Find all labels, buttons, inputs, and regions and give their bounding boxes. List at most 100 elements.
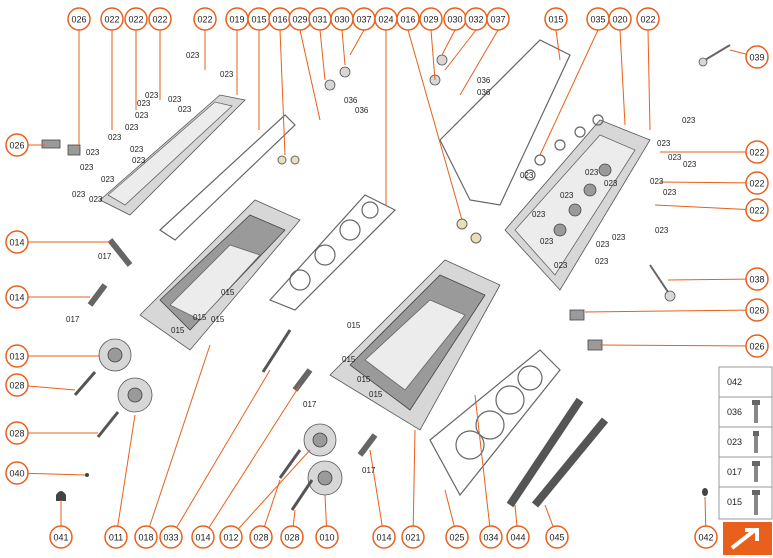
label-017: 017 [98,252,112,261]
bolt-icon [753,431,759,453]
callout-label: 030 [334,15,349,25]
callout-021: 021 [401,525,425,549]
callout-038: 038 [745,267,769,291]
label-023: 023 [145,91,159,100]
camshafts [506,397,609,508]
callout-circle [608,7,632,31]
callout-022d: 022 [193,7,217,31]
callout-label: 018 [138,533,153,543]
label-015: 015 [347,321,361,330]
label-023: 023 [132,156,146,165]
callout-circle [148,7,172,31]
label-023: 023 [135,111,149,120]
callout-label: 022 [749,148,764,158]
label-023: 023 [89,195,103,204]
callout-label: 014 [9,293,24,303]
callout-026: 026 [67,7,91,31]
label-023: 023 [137,99,151,108]
callout-029b: 029 [419,7,443,31]
sensors [41,139,603,351]
callout-029a: 029 [288,7,312,31]
label-015: 015 [221,288,235,297]
callout-030b: 030 [443,7,467,31]
label-015: 015 [369,390,383,399]
label-036: 036 [355,106,369,115]
callout-circle [5,230,29,254]
callout-014a: 014 [5,230,29,254]
legend-code-017: 017 [727,467,742,477]
callout-circle [694,525,718,549]
bolt-short-icon [752,461,760,482]
callout-label: 028 [9,381,24,391]
label-023: 023 [186,51,200,60]
callout-circle [5,373,29,397]
callout-circle [5,344,29,368]
label-036: 036 [477,88,491,97]
callout-circle [545,525,569,549]
callout-label: 010 [319,533,334,543]
cover-030 [339,66,351,78]
callout-label: 015 [251,15,266,25]
label-023: 023 [532,210,546,219]
callout-circle [745,45,769,69]
callout-022a: 022 [100,7,124,31]
callout-label: 014 [376,533,391,543]
valve-cover-gasket-right [439,39,571,206]
leader-lines [16,29,758,538]
callout-label: 012 [223,533,238,543]
callout-circle [372,525,396,549]
callout-label: 029 [423,15,438,25]
callout-label: 034 [483,533,498,543]
callout-025: 025 [445,525,469,549]
label-023: 023 [101,175,115,184]
label-023: 023 [520,171,534,180]
callout-033: 033 [159,525,183,549]
label-023: 023 [596,240,610,249]
label-023: 023 [178,105,192,114]
callout-label: 015 [548,15,563,25]
callout-022g: 022 [745,171,769,195]
label-023: 023 [655,226,669,235]
callout-circle [104,525,128,549]
callout-label: 033 [163,533,178,543]
callout-circle [191,525,215,549]
label-023: 023 [86,148,100,157]
legend-code-023: 023 [727,437,742,447]
callout-label: 020 [612,15,627,25]
callout-circle [100,7,124,31]
callout-label: 025 [449,533,464,543]
plug-016b [470,232,482,244]
label-023: 023 [220,70,234,79]
callout-012: 012 [219,525,243,549]
label-023: 023 [683,160,697,169]
callout-022f: 022 [745,140,769,164]
callout-026d: 026 [745,334,769,358]
label-023: 023 [650,177,664,186]
callout-028c: 028 [249,525,273,549]
label-023: 023 [72,190,86,199]
callout-circle [419,7,443,31]
callout-label: 038 [749,275,764,285]
callout-015b: 015 [544,7,568,31]
callout-label: 042 [698,533,713,543]
legend-code-015: 015 [727,497,742,507]
callout-045: 045 [545,525,569,549]
callout-circle [745,140,769,164]
callout-label: 028 [253,533,268,543]
callout-label: 026 [749,306,764,316]
callout-circle [193,7,217,31]
plug-016c [277,155,287,165]
callout-circle [745,198,769,222]
cover-030b [436,54,448,66]
callout-044: 044 [506,525,530,549]
callout-label: 019 [229,15,244,25]
callout-042: 042 [694,525,718,549]
callout-020: 020 [608,7,632,31]
valve-039 [704,44,731,61]
callout-016a: 016 [268,7,292,31]
legend-code-036: 036 [727,407,742,417]
label-023: 023 [80,163,94,172]
callout-015a: 015 [247,7,271,31]
plug-016d [290,155,300,165]
